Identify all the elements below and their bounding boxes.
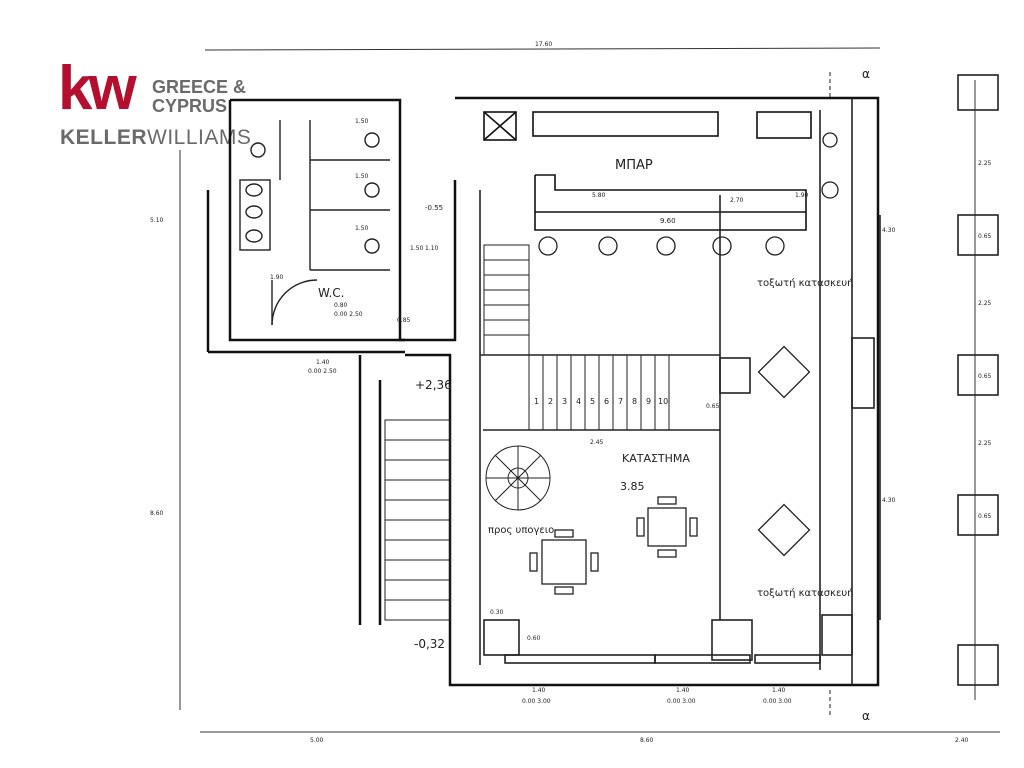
dim-col-d: 0.85 <box>397 317 411 324</box>
step-8: 8 <box>632 397 637 406</box>
step-3: 3 <box>562 397 567 406</box>
bar-counter <box>483 111 812 231</box>
dim-wc-2: 1.50 <box>355 173 369 180</box>
stair-step-numbers: 1 2 3 4 5 6 7 8 9 10 <box>534 397 668 406</box>
level-upper: +2,36 <box>415 378 452 392</box>
dim-sill-2: 0.00 3.00 <box>667 698 696 705</box>
dim-window-2: 1.40 <box>676 687 690 694</box>
dim-wc-3: 1.50 <box>355 225 369 232</box>
step-5: 5 <box>590 397 595 406</box>
dim-offset2: 1.10 <box>425 245 439 252</box>
dim-wc-sill: 0.00 2.50 <box>334 311 363 318</box>
dim-wc-4: 1.90 <box>270 274 284 281</box>
room-label-bar: ΜΠΑΡ <box>615 158 653 173</box>
dim-bottom-mid: 8.60 <box>640 737 654 744</box>
dim-right-window-2: 4.30 <box>882 497 896 504</box>
dim-right-window-1: 4.30 <box>882 227 896 234</box>
dim-left-height: 8.60 <box>150 510 164 517</box>
dim-col-b: 0.60 <box>527 635 541 642</box>
label-arched-1: τοξωτή κατασκευή <box>757 277 853 289</box>
logo-region: GREECE & CYPRUS <box>152 77 247 116</box>
dim-wc-door: 0.80 <box>334 302 348 309</box>
step-9: 9 <box>646 397 651 406</box>
dim-bottom-right: 2.40 <box>955 737 969 744</box>
exterior-walls <box>206 96 880 687</box>
step-10: 10 <box>658 397 668 406</box>
logo-brand: KELLERWILLIAMS <box>60 126 251 150</box>
section-mark-bottom: α <box>862 709 870 723</box>
dim-bar-line1: 5.80 <box>592 192 606 199</box>
dim-bar-line2: 2.70 <box>730 197 744 204</box>
stairs <box>384 244 670 621</box>
dim-sill-3: 0.00 3.00 <box>763 698 792 705</box>
dim-col-a: 0.30 <box>490 609 504 616</box>
dim-right-side-4: 0.65 <box>978 233 992 240</box>
label-arched-2: τοξωτή κατασκευή <box>757 587 853 599</box>
tables <box>529 345 811 595</box>
dim-bar-line3: 1.90 <box>795 192 809 199</box>
dim-right-side-6: 0.65 <box>978 513 992 520</box>
step-4: 4 <box>576 397 581 406</box>
right-elevation <box>957 74 999 686</box>
dim-sill-4: 0.00 2.50 <box>308 368 337 375</box>
dim-right-side-5: 0.65 <box>978 373 992 380</box>
dimension-labels: 17.60 5.00 8.60 2.40 9.60 5.80 2.70 1.90… <box>150 41 992 744</box>
dim-right-side-1: 2.25 <box>978 160 992 167</box>
step-7: 7 <box>618 397 623 406</box>
dim-window-3: 1.40 <box>772 687 786 694</box>
columns <box>538 132 839 256</box>
level-street: -0,32 <box>414 637 445 651</box>
step-2: 2 <box>548 397 553 406</box>
level-shop: 3.85 <box>620 480 645 493</box>
dim-wc-1: 1.50 <box>355 118 369 125</box>
section-mark-top: α <box>862 67 870 81</box>
dim-right-side-2: 2.25 <box>978 300 992 307</box>
dimension-lines <box>179 47 1000 733</box>
dim-wc-h: 1.50 <box>410 245 424 252</box>
room-label-wc: W.C. <box>318 286 345 300</box>
dim-col-c: 0.65 <box>706 403 720 410</box>
step-6: 6 <box>604 397 609 406</box>
kw-mark: kw <box>58 54 137 123</box>
dim-left-height2: 5.10 <box>150 217 164 224</box>
keller-williams-logo: kw GREECE & CYPRUS KELLERWILLIAMS <box>58 54 251 158</box>
logo-brand-bold: KELLER <box>60 126 147 149</box>
label-to-basement: προς υπογειο <box>488 525 554 536</box>
dim-stair-w: 2.45 <box>590 439 604 446</box>
dim-window-1: 1.40 <box>532 687 546 694</box>
dim-offset: -0.55 <box>425 204 443 212</box>
dim-top-total: 17.60 <box>535 41 552 48</box>
logo-brand-light: WILLIAMS <box>147 126 252 149</box>
dim-bottom-left: 5.00 <box>310 737 324 744</box>
dim-sill-1: 0.00 3.00 <box>522 698 551 705</box>
wc-block <box>239 120 390 326</box>
dim-bar-width: 9.60 <box>660 217 676 225</box>
room-label-shop: ΚΑΤΑΣΤΗΜΑ <box>622 452 690 465</box>
dim-right-side-3: 2.25 <box>978 440 992 447</box>
step-1: 1 <box>534 397 539 406</box>
dim-window-4: 1.40 <box>316 359 330 366</box>
